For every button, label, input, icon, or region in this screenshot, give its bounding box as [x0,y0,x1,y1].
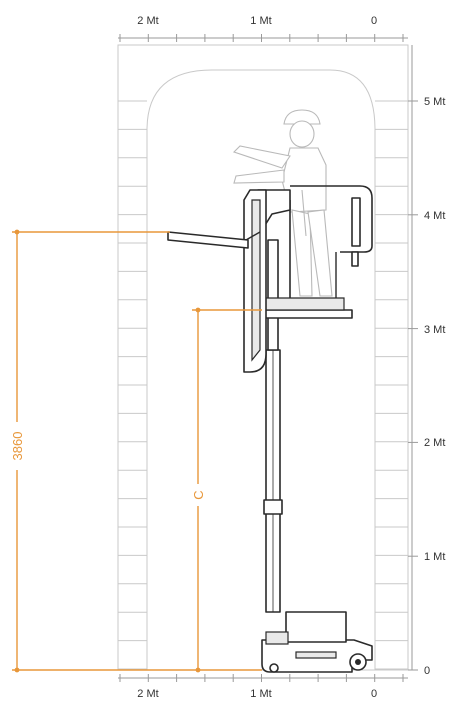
top-scale: 2 Mt 1 Mt 0 [118,15,408,42]
lift-machine [167,185,373,673]
right-label-5mt: 5 Mt [424,96,445,108]
operator-arm-lower [233,169,285,184]
bottom-label-2mt: 2 Mt [137,688,158,700]
load-tray [167,231,249,249]
right-label-2mt: 2 Mt [424,437,445,449]
top-label-1mt: 1 Mt [250,15,271,27]
guard-rail [289,185,373,298]
operator-leg-left [291,209,313,297]
operator-head [289,120,315,148]
right-label-1mt: 1 Mt [424,551,445,563]
mast-upper [267,239,279,351]
right-label-0: 0 [424,665,430,677]
bottom-label-1mt: 1 Mt [250,688,271,700]
right-label-3mt: 3 Mt [424,324,445,336]
operator-leg-right [307,209,333,297]
right-label-4mt: 4 Mt [424,210,445,222]
operator-figure [232,109,333,297]
rail-gate [351,197,361,247]
helmet [283,109,321,125]
right-scale: 5 Mt 4 Mt 3 Mt 2 Mt 1 Mt 0 [408,45,445,677]
dimension-lines: 3860 C [9,229,262,673]
bottom-label-0: 0 [371,688,377,700]
rear-caster [269,663,279,673]
top-label-2mt: 2 Mt [137,15,158,27]
counterweight [285,611,347,643]
platform-height-label: C [191,490,206,499]
bottom-scale: 2 Mt 1 Mt 0 [118,674,408,700]
height-dimension-label: 3860 [10,432,25,461]
top-label-0: 0 [371,15,377,27]
operator-arm-upper [232,145,291,169]
